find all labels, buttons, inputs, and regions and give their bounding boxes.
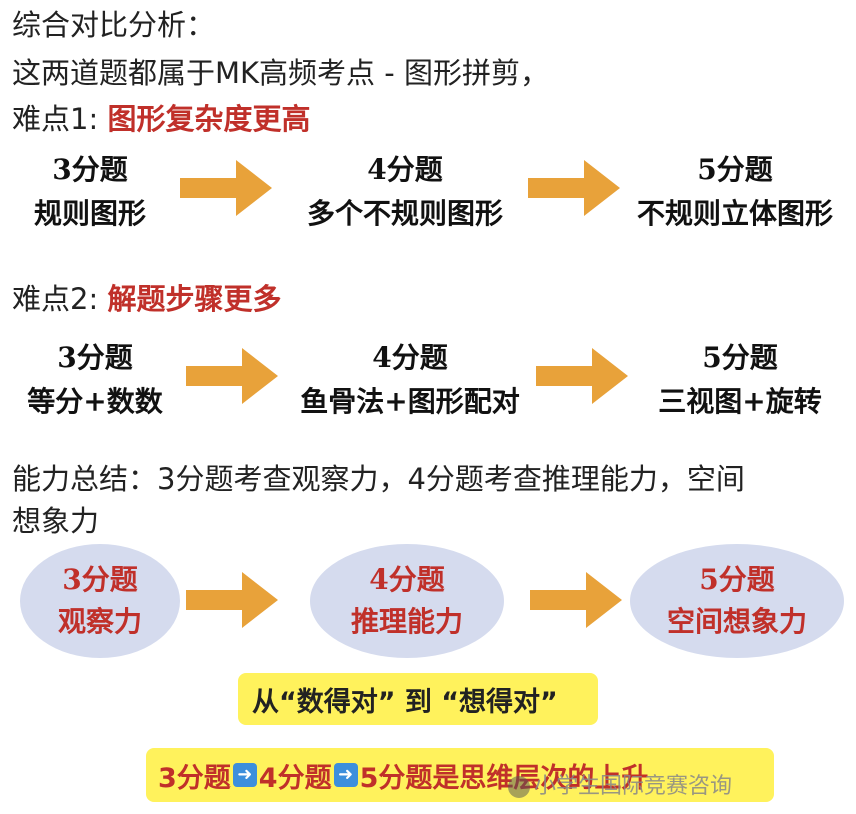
right-arrow-icon	[528, 160, 620, 216]
ellipse-score: 3分题	[62, 563, 138, 596]
intro-text: 这两道题都属于MK高频考点 - 图形拼剪，	[12, 56, 549, 90]
summary-line2: 想象力	[12, 504, 100, 538]
difficulty1-highlight: 图形复杂度更高	[107, 102, 311, 136]
step-desc: 等分+数数	[27, 385, 163, 418]
d2-step-3: 3分题 等分+数数	[20, 336, 170, 424]
hl2-part2: 4分题	[258, 762, 332, 794]
d1-step-5: 5分题 不规则立体图形	[625, 148, 845, 236]
ellipse-ability: 观察力	[57, 605, 142, 638]
highlight-box-1: 从“数得对” 到 “想得对”	[238, 673, 598, 725]
d2-step-4: 4分题 鱼骨法+图形配对	[290, 336, 530, 424]
difficulty1-label: 难点1:	[12, 102, 108, 136]
d2-step-5: 5分题 三视图+旋转	[650, 336, 830, 424]
right-arrow-icon	[186, 348, 278, 404]
right-arrow-icon: ➜	[232, 763, 257, 787]
step-score: 5分题	[697, 153, 773, 186]
step-score: 5分题	[702, 341, 778, 374]
hl2-part3: 5分题是思维层次的上升	[359, 762, 649, 794]
difficulty2-label: 难点2:	[12, 282, 108, 316]
hl2-part1: 3分题	[158, 762, 231, 794]
ellipse-ability: 空间想象力	[666, 605, 807, 638]
difficulty2-highlight: 解题步骤更多	[107, 282, 282, 316]
ellipse-score: 5分题	[699, 563, 775, 596]
right-arrow-icon	[186, 572, 278, 628]
difficulty2-heading: 难点2: 解题步骤更多	[12, 282, 281, 316]
watermark-logo-icon	[508, 776, 530, 798]
ellipse-5: 5分题 空间想象力	[630, 544, 844, 658]
right-arrow-icon	[180, 160, 272, 216]
step-desc: 鱼骨法+图形配对	[300, 385, 520, 418]
step-desc: 不规则立体图形	[636, 197, 833, 230]
section-title: 综合对比分析：	[12, 8, 216, 42]
d1-step-3: 3分题 规则图形	[20, 148, 160, 236]
step-desc: 三视图+旋转	[658, 385, 822, 418]
ellipse-ability: 推理能力	[350, 605, 463, 638]
right-arrow-icon	[530, 572, 622, 628]
step-score: 3分题	[57, 341, 133, 374]
highlight-box-2: 3分题 ➜ 4分题 ➜ 5分题是思维层次的上升	[146, 748, 774, 802]
ellipse-score: 4分题	[369, 563, 445, 596]
right-arrow-icon	[536, 348, 628, 404]
step-desc: 规则图形	[33, 197, 146, 230]
difficulty1-heading: 难点1: 图形复杂度更高	[12, 102, 310, 136]
right-arrow-icon: ➜	[333, 763, 358, 787]
step-score: 4分题	[372, 341, 448, 374]
step-score: 3分题	[52, 153, 128, 186]
ellipse-3: 3分题 观察力	[20, 544, 180, 658]
summary-line1: 能力总结：3分题考查观察力，4分题考查推理能力，空间	[12, 462, 745, 496]
d1-step-4: 4分题 多个不规则图形	[290, 148, 520, 236]
watermark-text: 小学生国际竞赛咨询	[534, 774, 733, 799]
ellipse-4: 4分题 推理能力	[310, 544, 504, 658]
step-desc: 多个不规则图形	[306, 197, 503, 230]
watermark: 小学生国际竞赛咨询	[508, 768, 732, 800]
step-score: 4分题	[367, 153, 443, 186]
